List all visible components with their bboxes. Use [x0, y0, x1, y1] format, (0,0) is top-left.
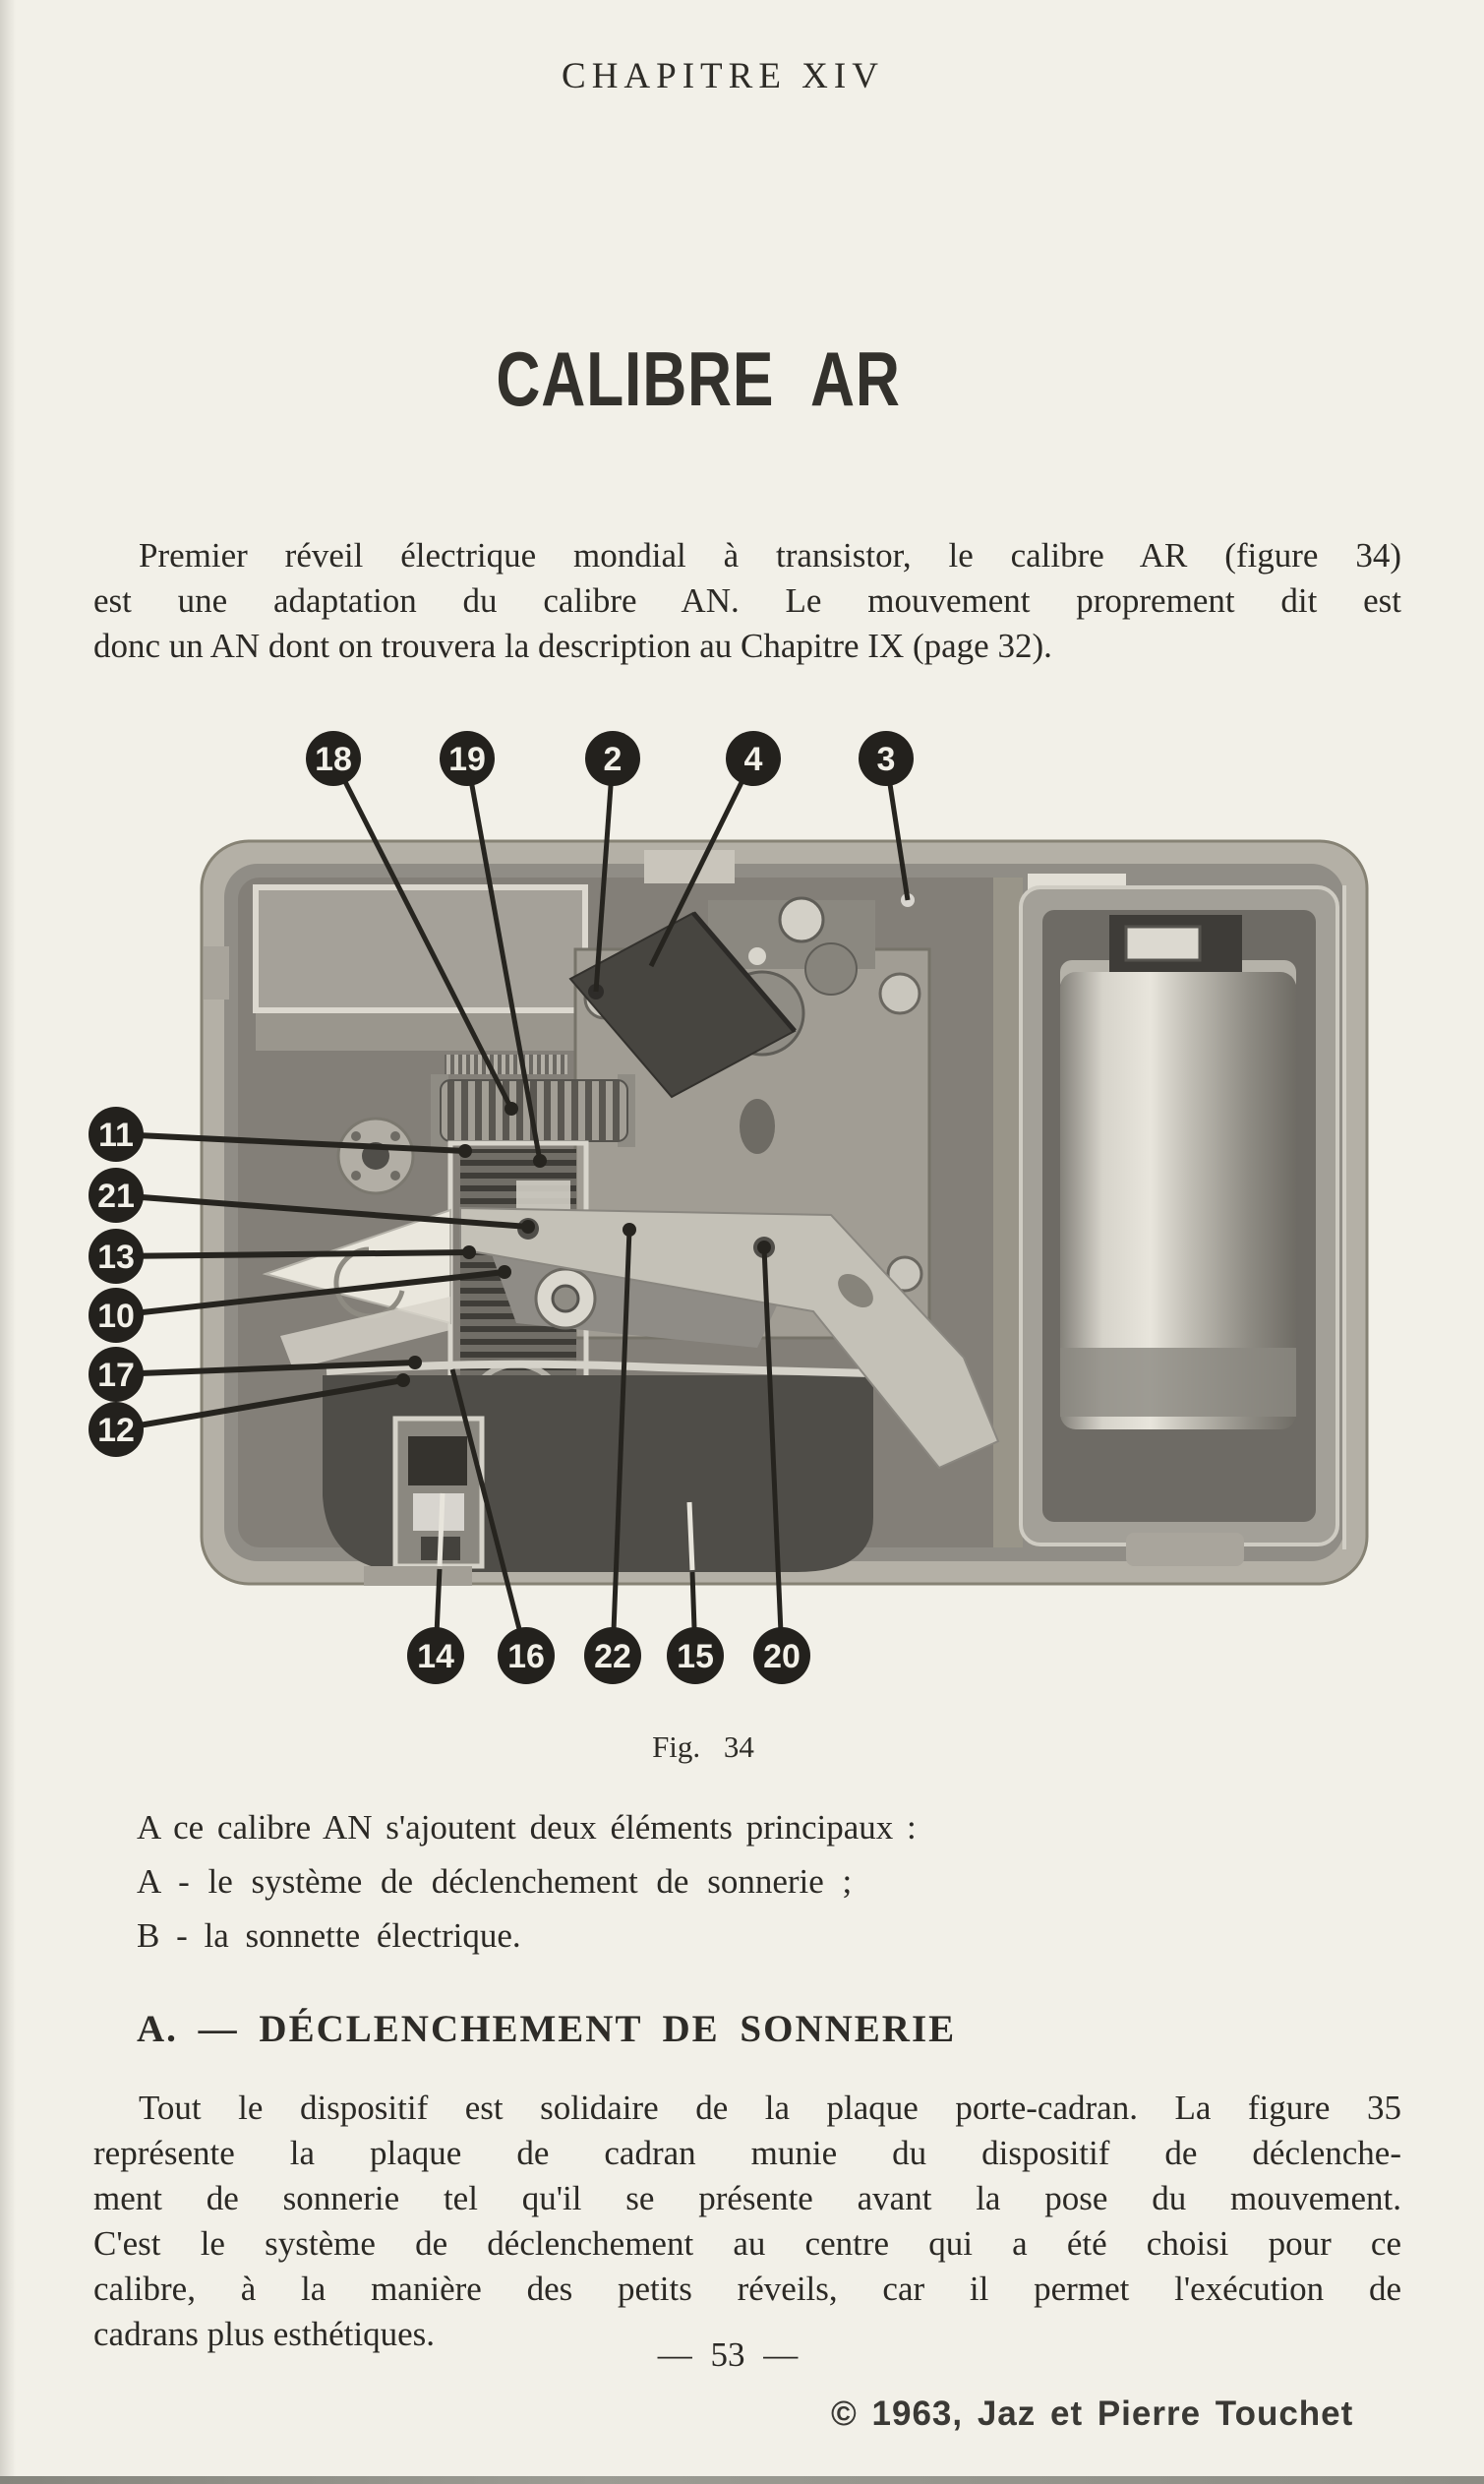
- striker-lever: [459, 1206, 1000, 1470]
- paper-label: [262, 1208, 451, 1369]
- svg-text:11: 11: [98, 1117, 134, 1154]
- elements-list: A ce calibre AN s'ajoutent deux éléments…: [137, 1810, 917, 1972]
- callout-13: 13: [89, 1229, 144, 1284]
- svg-text:16: 16: [507, 1638, 545, 1675]
- chapter-header: CHAPITRE XIV: [562, 56, 884, 96]
- page-title: CALIBRE AR: [496, 335, 901, 422]
- callout-22: 22: [584, 1627, 641, 1684]
- bell-contact-block: [364, 1416, 485, 1586]
- callout-12: 12: [89, 1402, 144, 1457]
- figure-leader-lines: [115, 757, 911, 1657]
- callout-17: 17: [89, 1347, 144, 1402]
- svg-text:10: 10: [97, 1298, 135, 1335]
- callout-19: 19: [440, 731, 495, 786]
- winding-screw: [778, 896, 825, 943]
- text-line: Premier réveil électrique mondial à tran…: [139, 536, 1401, 575]
- svg-text:19: 19: [448, 741, 486, 778]
- callout-11: 11: [89, 1107, 144, 1162]
- svg-text:17: 17: [97, 1357, 135, 1394]
- figure-34-photo: 18 19 2 4 3 11 21 13 10 17 12 14: [89, 731, 1369, 1684]
- list-intro-line: A ce calibre AN s'ajoutent deux éléments…: [137, 1808, 917, 1847]
- callout-18: 18: [306, 731, 361, 786]
- svg-text:22: 22: [594, 1638, 631, 1675]
- text-line: cadrans plus esthétiques.: [93, 2315, 435, 2353]
- clock-case-photo: [200, 839, 1369, 1586]
- text-line: représente la plaque de cadran munie du …: [93, 2134, 1401, 2172]
- copyright-line: © 1963, Jaz et Pierre Touchet: [831, 2394, 1354, 2433]
- svg-text:13: 13: [97, 1239, 135, 1276]
- title-row: CALIBRE AR: [0, 334, 1396, 424]
- battery-compartment: [1019, 885, 1346, 1566]
- list-item-a: A - le système de déclenchement de sonne…: [137, 1862, 853, 1901]
- scan-bottom-edge: [0, 2476, 1484, 2484]
- transistor-board: [568, 911, 797, 1099]
- list-item-b: B - la sonnette électrique.: [137, 1916, 521, 1955]
- intro-paragraph: Premier réveil électrique mondial à tran…: [93, 533, 1401, 669]
- callout-20: 20: [753, 1627, 810, 1684]
- callout-2: 2: [585, 731, 640, 786]
- svg-text:18: 18: [315, 741, 352, 778]
- callout-15: 15: [667, 1627, 724, 1684]
- callout-10: 10: [89, 1288, 144, 1343]
- case-back-recess: [253, 884, 588, 1013]
- svg-text:20: 20: [763, 1638, 801, 1675]
- text-line: Tout le dispositif est solidaire de la p…: [139, 2089, 1401, 2127]
- svg-text:12: 12: [97, 1412, 135, 1449]
- callout-3: 3: [859, 731, 914, 786]
- svg-text:2: 2: [604, 741, 623, 778]
- case-side-tab: [204, 946, 229, 1000]
- svg-text:15: 15: [677, 1638, 714, 1675]
- callout-14: 14: [407, 1627, 464, 1684]
- figure-callouts: 18 19 2 4 3 11 21 13 10 17 12 14: [89, 731, 914, 1684]
- callout-21: 21: [89, 1168, 144, 1223]
- text-line: est une adaptation du calibre AN. Le mou…: [93, 581, 1401, 620]
- battery-cell: [1060, 972, 1296, 1429]
- svg-text:4: 4: [744, 741, 763, 778]
- figure-caption: Fig. 34: [652, 1729, 754, 1764]
- svg-text:14: 14: [417, 1638, 454, 1675]
- svg-text:3: 3: [877, 741, 896, 778]
- svg-text:21: 21: [97, 1178, 135, 1215]
- text-line: C'est le système de déclenchement au cen…: [93, 2224, 1401, 2263]
- page-number: — 53 —: [657, 2335, 799, 2374]
- text-line: ment de sonnerie tel qu'il se présente a…: [93, 2179, 1401, 2217]
- callout-4: 4: [726, 731, 781, 786]
- text-line: donc un AN dont on trouvera la descripti…: [93, 627, 1052, 665]
- callout-16: 16: [498, 1627, 555, 1684]
- text-line: calibre, à la manière des petits réveils…: [93, 2270, 1401, 2308]
- body-paragraph: Tout le dispositif est solidaire de la p…: [93, 2086, 1401, 2357]
- ratchet-wheel: [336, 1117, 415, 1195]
- section-heading: A. — DÉCLENCHEMENT DE SONNERIE: [137, 2008, 957, 2050]
